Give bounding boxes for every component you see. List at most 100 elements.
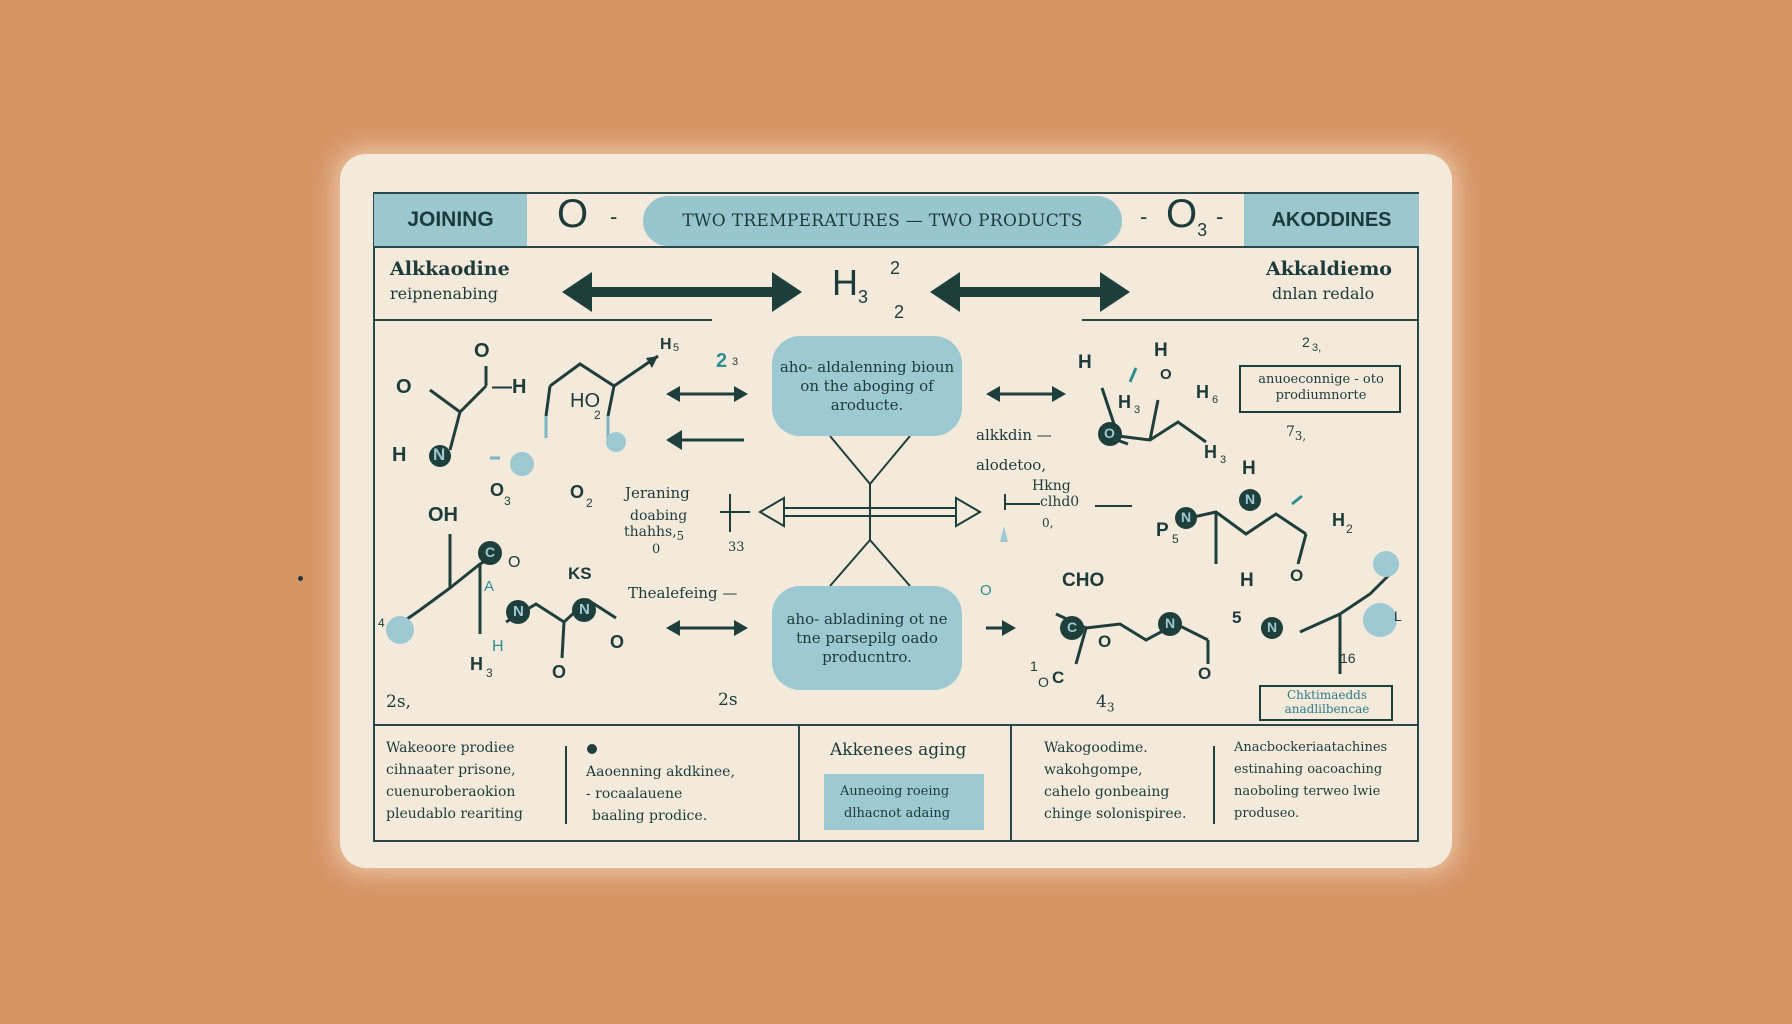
atom-o-2: O [474,340,490,362]
atom-h-bond: —H [492,376,527,398]
r-atom-o-2: O [1290,566,1304,585]
label-43: 43 [1096,692,1115,715]
r-atom-h3: H [1118,392,1131,412]
atom-4: 4 [378,616,385,630]
footer-col5-line2: estinahing oacoaching [1234,762,1383,777]
label-jeraning: Jeraning [625,484,690,502]
atom-3-small: 3 [732,356,739,368]
atom-h-5: H [660,336,672,353]
label-thahhs: thahhs,5 [624,524,685,543]
atom-h3: H [470,654,483,674]
atom-a: A [484,578,495,595]
atom-o-bottom: O [610,632,625,652]
stray-dot [298,576,303,581]
r-atom-o-small: O [980,582,992,599]
footer-col1-line2: cihnaater prisone, [386,762,516,778]
atom-oh: OH [428,504,458,526]
footer-col3-title: Akkenees aging [830,740,967,760]
atom-n-1: N [433,445,446,464]
right-subtext: dnlan redalo [1272,284,1375,303]
atom-2-teal: 2 [716,350,728,372]
r-atom-h-3: H [1204,442,1217,462]
r-atom-h-2: H [1154,340,1168,361]
label-alodetoo: alodetoo, [976,456,1047,474]
r-atom-h-5: H [1240,570,1254,591]
title-pill: TWO TREMPERATURES — TWO PRODUCTS [643,196,1122,246]
center-formula: H3 [832,262,869,308]
left-oxygen-label: O [557,192,589,236]
footer-col4-line2: wakohgompe, [1044,762,1143,778]
right-subtitle: Akkaldiemo [1266,258,1392,280]
r-atom-cho: CHO [1062,570,1105,591]
diagram-card: JOINING O - TWO TREMPERATURES — TWO PROD… [340,154,1452,868]
footer-col4-line3: cahelo gonbeaing [1044,784,1170,800]
label-zero: 0, [1042,516,1054,530]
atom-o3: O [490,480,505,500]
label-alkkdin: alkkdin — [976,426,1052,444]
left-subtitle: Alkkaodine [390,258,510,280]
center-formula-sub2: 2 [894,302,905,322]
right-sub-divider [1082,319,1419,321]
label-doabing: doabing [630,508,688,524]
r-atom-h-1: H [1078,352,1092,373]
r-atom-o-4: O [1198,664,1212,683]
right-oxygen-label: O3 [1166,192,1208,240]
r-atom-1: 1 [1030,658,1038,674]
footer-col4-line1: Wakogoodime. [1044,740,1148,756]
label-hkng: Hkng [1032,478,1071,494]
r-atom-h2-sub: 2 [1346,522,1353,536]
bottom-box-text: Chktimaedds anadlilbencae [1284,688,1370,716]
footer-divider [374,724,1419,726]
atom-o2-sub: 2 [586,496,593,510]
bubble-bottom: aho- abladining ot ne tne parsepilg oado… [772,586,962,690]
r-atom-o-5: O [1038,674,1049,690]
bubble-top: aho- aldalenning bioun on the aboging of… [772,336,962,436]
r-atom-h2: H [1332,510,1345,530]
r-atom-16: 16 [1340,650,1356,666]
atom-h-5-sub: 5 [673,342,680,354]
footer-col4-line4: chinge solonispiree. [1044,806,1187,822]
footer-col1-line4: pleudablo reariting [386,806,523,822]
label-num-33: 33 [728,540,745,555]
atom-o-bottom-2: O [552,662,567,682]
r-atom-o-3: O [1098,632,1112,651]
akoddines-tag: AKODDINES [1244,194,1419,246]
center-formula-sup: 2 [890,258,901,278]
r-atom-h6: H [1196,382,1209,402]
atom-o-1: O [396,376,412,398]
footer-col2-line1: Aaoenning akdkinee, [586,764,735,780]
header-divider [374,246,1419,248]
atom-o-small: O [508,554,521,571]
atom-h3-sub: 3 [486,666,493,680]
r-atom-h3-sub: 3 [1134,404,1141,416]
atom-o3-sub: 3 [504,494,511,508]
label-thealefeing: Thealefeing — [628,584,738,602]
footer-col-divider-2 [1010,724,1012,842]
left-subtext: reipnenabing [390,284,498,303]
r-atom-n-4: N [1267,619,1278,635]
atom-n-2: N [513,603,524,620]
footer-col1-line3: cuenuroberaokion [386,784,516,800]
footer-col5-line4: produseo. [1234,806,1300,821]
r-atom-h-3-sub: 3 [1220,454,1227,466]
r-atom-n-1: N [1181,509,1192,525]
footer-col3-box-line1: Auneoing roeing [840,784,950,799]
atom-c-circle: C [485,544,496,560]
diagram-frame [373,192,1419,842]
joining-tag: JOINING [374,194,527,246]
label-num-0: 0 [652,542,661,557]
right-dash-2: - [1216,204,1224,229]
right-dash: - [1140,204,1148,229]
r-atom-n-3: N [1165,615,1176,631]
atom-o2: O [570,482,585,502]
corner-label-2s: 2s, [386,692,411,712]
left-sub-divider [374,319,712,321]
atom-h-teal: H [492,638,504,655]
footer-col5-line1: Anacbockeriaatachines [1234,740,1388,755]
atom-n-3: N [579,601,590,618]
footer-col3-box-line2: dlhacnot adaing [844,806,951,821]
footer-col-divider-1 [798,724,800,842]
label-clhd0: clhd0 [1040,494,1080,510]
left-dash: - [610,204,618,229]
footer-col2-line3: baaling prodice. [592,808,708,824]
